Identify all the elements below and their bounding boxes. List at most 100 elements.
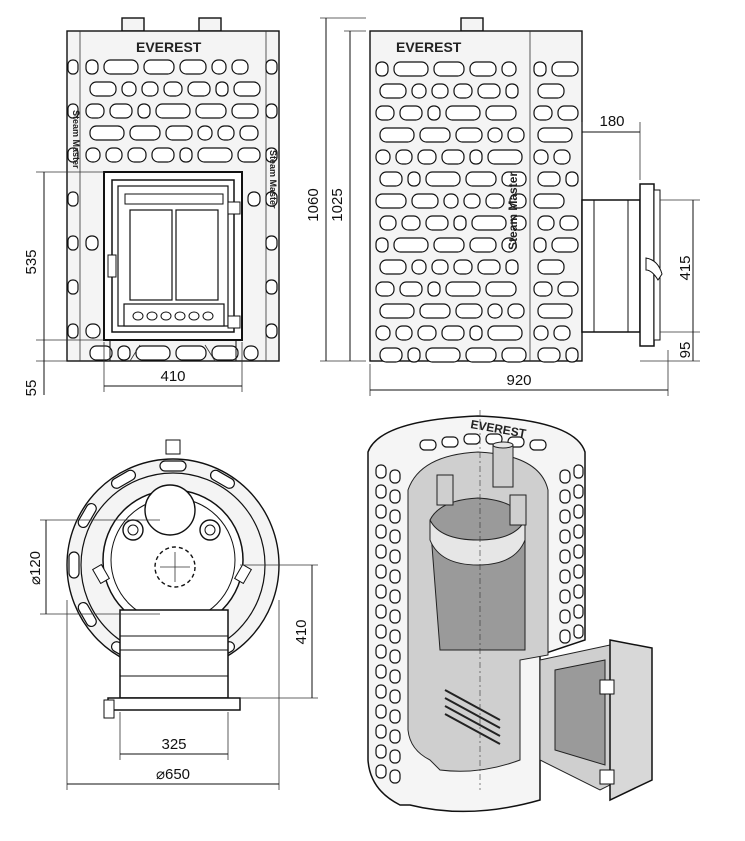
shell-slot (573, 524, 584, 539)
grille-slot (129, 125, 161, 141)
shell-slot (559, 469, 571, 484)
shell-slot (389, 549, 401, 564)
shell-slot (441, 436, 459, 448)
shell-slot (389, 489, 401, 504)
grille-slot (455, 127, 483, 143)
grille-slot (237, 147, 261, 163)
grille-slot (399, 105, 423, 121)
grille-slot (85, 323, 101, 339)
grille-slot (179, 147, 193, 163)
grille-slot (135, 345, 171, 361)
shell-slot (573, 484, 584, 499)
grille-slot (485, 193, 505, 209)
shell-slot (389, 569, 401, 584)
grille-slot (265, 59, 278, 75)
grille-slot (395, 325, 413, 341)
grille-slot (243, 345, 259, 361)
side-view: EVEREST Steam Master 1060 1025 180 415 9… (305, 17, 700, 396)
grille-slot (537, 83, 565, 99)
shell-slot (375, 504, 387, 519)
grille-slot (551, 237, 579, 253)
grille-slot (379, 303, 415, 319)
grille-slot (565, 171, 579, 187)
ash-vent-hole (188, 311, 200, 321)
shell-slot (375, 524, 387, 539)
grille-slot (89, 81, 117, 97)
grille-slot (105, 147, 123, 163)
grille-slot (231, 103, 259, 119)
shell-slot (389, 669, 401, 684)
shell-slot (389, 589, 401, 604)
grille-slot (137, 103, 151, 119)
grille-slot (425, 347, 461, 363)
grille-slot (197, 125, 213, 141)
grille-slot (179, 59, 207, 75)
shell-slot (375, 604, 387, 619)
grille-slot (537, 347, 561, 363)
shell-slot (375, 724, 387, 739)
front-model-label-left: Steam Master (71, 110, 81, 169)
grille-slot (487, 303, 503, 319)
shell-slot (375, 684, 387, 699)
shell-slot (559, 489, 571, 504)
shell-slot (389, 769, 401, 784)
grille-slot (85, 59, 99, 75)
shell-slot (389, 709, 401, 724)
grille-slot (557, 105, 579, 121)
grille-slot (265, 279, 278, 295)
grille-slot (507, 303, 525, 319)
grille-slot (469, 237, 497, 253)
grille-slot (431, 83, 449, 99)
front-dim-leg-height: 55 (23, 380, 40, 397)
grille-slot (485, 105, 517, 121)
ring-slot (77, 601, 97, 628)
grille-slot (117, 345, 131, 361)
grille-slot (425, 171, 461, 187)
grille-slot (233, 81, 261, 97)
grille-slot (411, 259, 427, 275)
grille-slot (163, 81, 183, 97)
grille-slot (411, 83, 427, 99)
grille-slot (453, 83, 473, 99)
grille-slot (487, 149, 523, 165)
ash-vent-hole (132, 311, 144, 321)
grille-slot (533, 149, 549, 165)
side-dim-total-height: 1060 (305, 188, 322, 221)
grille-slot (393, 237, 429, 253)
grille-slot (265, 103, 278, 119)
grille-slot (501, 347, 527, 363)
grille-slot (379, 347, 403, 363)
shell-slot (573, 604, 584, 619)
grille-slot (463, 193, 481, 209)
shell-slot (375, 544, 387, 559)
grille-slot (127, 147, 147, 163)
ash-vent-hole (202, 311, 214, 321)
grille-slot (89, 125, 125, 141)
grille-slot (505, 83, 519, 99)
grille-slot (401, 215, 421, 231)
grille-slot (395, 149, 413, 165)
grille-slot (239, 125, 259, 141)
grille-slot (505, 259, 519, 275)
side-grille-slots (375, 61, 579, 363)
grille-slot (379, 83, 407, 99)
side-dim-tunnel-base: 95 (677, 342, 694, 359)
shell-slot (375, 584, 387, 599)
top-dim-tunnel-length: 410 (293, 619, 310, 644)
side-brand-logo: EVEREST (396, 39, 462, 55)
grille-slot (533, 61, 547, 77)
grille-slot (165, 125, 193, 141)
grille-slot (453, 215, 467, 231)
grille-slot (419, 127, 451, 143)
grille-slot (559, 215, 579, 231)
grille-slot (417, 325, 437, 341)
front-dim-door-height: 535 (23, 249, 40, 274)
shell-slot (375, 564, 387, 579)
grille-slot (471, 215, 507, 231)
grille-slot (141, 81, 159, 97)
grille-slot (399, 281, 423, 297)
shell-slot (389, 609, 401, 624)
grille-slot (67, 191, 79, 207)
grille-slot (265, 191, 278, 207)
grille-slot (231, 59, 249, 75)
